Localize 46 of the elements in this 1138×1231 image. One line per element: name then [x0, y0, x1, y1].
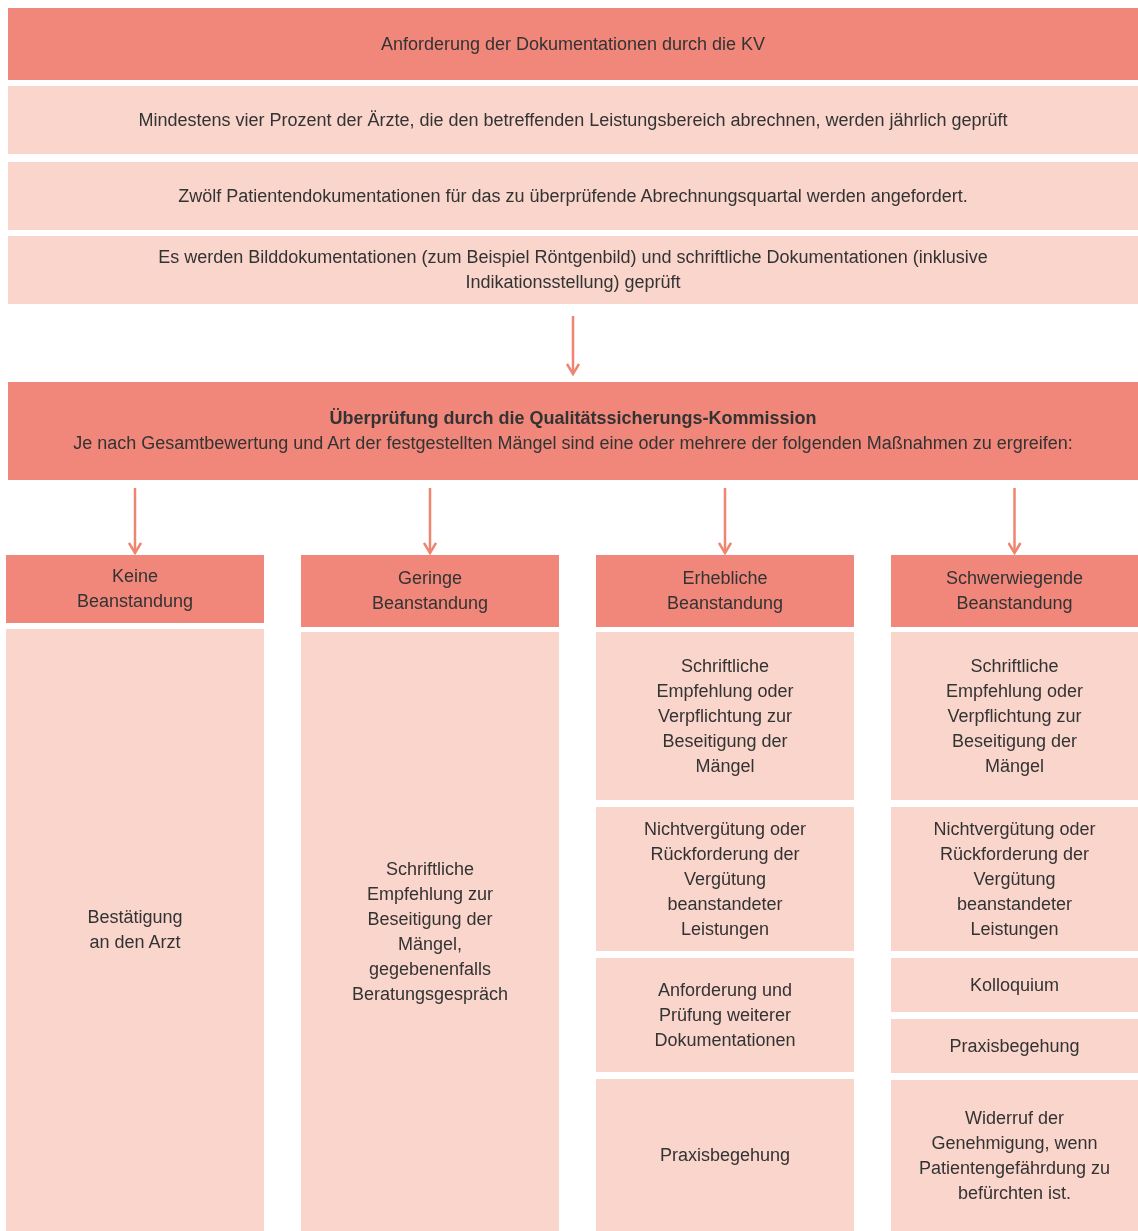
- box-text: Je nach Gesamtbewertung und Art der festgestellten Mängel sind eine oder mehrere der folgenden Maßnahmen zu ergreifen:: [73, 432, 1073, 455]
- arrow: [1007, 488, 1022, 555]
- box-text: Erhebliche Beanstandung: [665, 567, 785, 615]
- process-box: [596, 807, 854, 951]
- process-box: [8, 86, 1138, 154]
- process-box: [596, 958, 854, 1072]
- box-text: Schwerwiegende Beanstandung: [944, 567, 1085, 615]
- process-box: [596, 632, 854, 800]
- process-box: [891, 958, 1138, 1012]
- box-text: Kolloquium: [969, 973, 1060, 997]
- header-box: [596, 555, 854, 627]
- header-box: [301, 555, 559, 627]
- process-box: [891, 1019, 1138, 1073]
- process-box: [891, 1080, 1138, 1231]
- box-text: Praxisbegehung: [949, 1034, 1080, 1058]
- process-box: [301, 632, 559, 1231]
- arrow: [565, 316, 581, 376]
- box-heading: Überprüfung durch die Qualitätssicherungs-Kommission: [329, 407, 817, 430]
- box-text: Schriftliche Empfehlung oder Verpflichtung zur Beseitigung der Mängel: [944, 654, 1085, 778]
- box-text: Nichtvergütung oder Rückforderung der Vergütung beanstandeter Leistungen: [642, 817, 808, 941]
- box-text: Mindestens vier Prozent der Ärzte, die den betreffenden Leistungsbereich abrechnen, werden jährlich geprüft: [138, 108, 1008, 132]
- box-text: Zwölf Patientendokumentationen für das zu überprüfende Abrechnungsquartal werden angefordert.: [178, 184, 968, 208]
- header-box: [8, 382, 1138, 480]
- box-text: Praxisbegehung: [659, 1143, 791, 1167]
- process-box: [8, 162, 1138, 230]
- box-text: Schriftliche Empfehlung oder Verpflichtung zur Beseitigung der Mängel: [655, 654, 795, 778]
- box-text: Keine Beanstandung: [75, 565, 195, 613]
- process-box: [891, 807, 1138, 951]
- box-text: Schriftliche Empfehlung zur Beseitigung der Mängel, gegebenenfalls Beratungsgespräch: [350, 857, 510, 1006]
- arrow: [422, 488, 438, 555]
- header-box: [891, 555, 1138, 627]
- box-text: Bestätigung an den Arzt: [86, 906, 184, 954]
- arrow: [127, 488, 143, 555]
- box-text: Es werden Bilddokumentationen (zum Beispiel Röntgenbild) und schriftliche Dokumentationen (inklusive Indikationsstellung) geprüft: [158, 246, 988, 294]
- box-text: Geringe Beanstandung: [370, 567, 490, 615]
- box-text: Nichtvergütung oder Rückforderung der Vergütung beanstandeter Leistungen: [932, 817, 1097, 941]
- box-text: Anforderung und Prüfung weiterer Dokumentationen: [653, 978, 797, 1052]
- box-text: Anforderung der Dokumentationen durch die KV: [380, 32, 766, 56]
- process-box: [8, 236, 1138, 304]
- box-text: Widerruf der Genehmigung, wenn Patientengefährdung zu befürchten ist.: [917, 1106, 1112, 1205]
- process-box: [891, 632, 1138, 800]
- process-box: [596, 1079, 854, 1231]
- header-box: [6, 555, 264, 623]
- process-box: [6, 629, 264, 1231]
- arrow: [717, 488, 733, 555]
- header-box: [8, 8, 1138, 80]
